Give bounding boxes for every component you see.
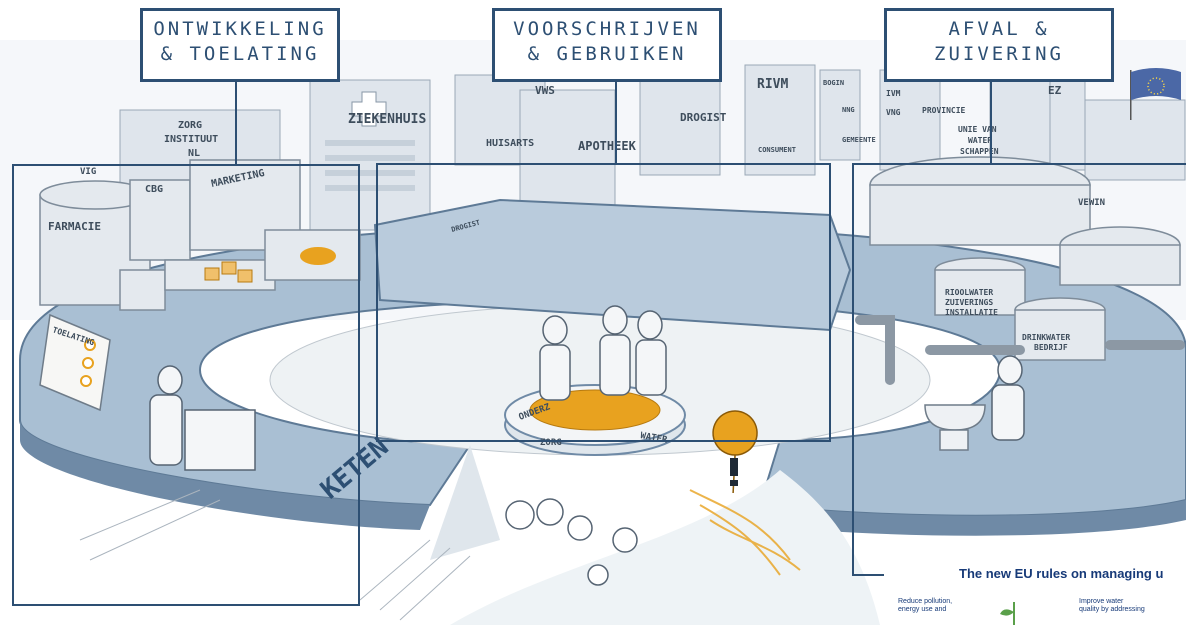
title-right-line-2: ZUIVERING <box>934 43 1064 65</box>
title-right-line-1: AFVAL & <box>948 18 1050 40</box>
label-unie-2: WATER <box>968 136 992 145</box>
eu-right-line-1: Improve water <box>1079 598 1124 605</box>
panel-ontwikkeling <box>12 164 360 606</box>
connector-right <box>990 82 992 163</box>
water-drinker <box>991 355 1025 441</box>
eu-right-line-2: quality by addressing <box>1079 606 1145 613</box>
label-riool-3: INSTALLATIE <box>945 308 998 317</box>
label-cbg: CBG <box>145 184 163 195</box>
eu-banner-left-text: Reduce pollution, energy use and <box>898 598 952 614</box>
label-zorginstituut-2: INSTITUUT <box>164 134 218 145</box>
central-stage <box>373 198 852 332</box>
label-drinkwater-1: DRINKWATER <box>1022 333 1070 342</box>
connector-left <box>235 82 237 164</box>
pipes <box>855 315 1185 385</box>
hospital-windows <box>325 140 415 191</box>
eu-rules-banner: The new EU rules on managing u Reduce po… <box>884 560 1186 625</box>
label-vig: VIG <box>80 167 96 177</box>
title-left-line-1: ONTWIKKELING <box>153 18 327 40</box>
pill-icon <box>300 247 336 265</box>
label-huisarts: HUISARTS <box>486 138 534 149</box>
title-voorschrijven-gebruiken: VOORSCHRIJVEN & GEBRUIKEN <box>492 8 722 82</box>
label-bogin: BOGIN <box>823 79 844 87</box>
label-unie-3: SCHAPPEN <box>960 147 999 156</box>
panel-afval <box>852 163 1186 576</box>
three-figures <box>539 305 667 401</box>
label-provincie: PROVINCIE <box>922 106 966 115</box>
title-middle-line-2: & GEBRUIKEN <box>527 43 687 65</box>
panel-voorschrijven <box>376 163 831 442</box>
sink <box>924 404 986 451</box>
label-gemeente: GEMEENTE <box>842 136 876 144</box>
label-vws: VWS <box>535 84 555 97</box>
label-farmacie: FARMACIE <box>48 220 101 233</box>
connector-middle <box>615 82 617 163</box>
label-vewin: VEWIN <box>1078 198 1105 208</box>
label-nng: NNG <box>842 106 855 114</box>
label-ez: EZ <box>1048 84 1062 97</box>
trees <box>505 498 638 586</box>
eu-flag-icon <box>1130 68 1181 120</box>
title-ontwikkeling-toelating: ONTWIKKELING & TOELATING <box>140 8 340 82</box>
title-middle-line-1: VOORSCHRIJVEN <box>513 18 701 40</box>
label-rivm: RIVM <box>757 77 788 92</box>
eu-left-line-1: Reduce pollution, <box>898 598 953 605</box>
label-riool-2: ZUIVERINGS <box>945 298 993 307</box>
label-apotheek: APOTHEEK <box>578 139 637 153</box>
label-ziekenhuis: ZIEKENHUIS <box>348 112 426 127</box>
pharma-plant <box>39 159 361 311</box>
orange-boxes <box>204 261 253 283</box>
ring-platform <box>19 223 1186 536</box>
field-lines <box>79 489 471 621</box>
label-unie-1: UNIE VAN <box>958 125 997 134</box>
label-zorginstituut-1: ZORG <box>178 120 202 131</box>
title-left-line-2: & TOELATING <box>160 43 320 65</box>
disc-label-zorg: ZORG <box>540 438 562 448</box>
title-afval-zuivering: AFVAL & ZUIVERING <box>884 8 1114 82</box>
label-riool-1: RIOOLWATER <box>945 288 993 297</box>
eu-left-line-2: energy use and <box>898 606 947 613</box>
label-vng: VNG <box>886 108 901 117</box>
lab-worker <box>149 365 256 471</box>
label-drinkwater-2: BEDRIJF <box>1034 343 1068 352</box>
hospital-cross-icon <box>351 91 387 127</box>
checklist-board <box>39 313 111 412</box>
label-drogist: DROGIST <box>680 111 727 124</box>
eu-banner-right-text: Improve water quality by addressing <box>1079 598 1145 614</box>
label-consument: CONSUMENT <box>758 146 796 154</box>
warning-pin-icon <box>712 410 758 494</box>
eu-plant-icon <box>1000 602 1015 625</box>
disc-label-water: WATER <box>639 431 668 446</box>
pollution-stream <box>689 489 801 576</box>
eu-banner-title: The new EU rules on managing u <box>959 566 1164 581</box>
treatment-plant <box>869 156 1181 361</box>
label-zorginstituut-3: NL <box>188 148 200 159</box>
label-ivm: IVM <box>886 89 901 98</box>
